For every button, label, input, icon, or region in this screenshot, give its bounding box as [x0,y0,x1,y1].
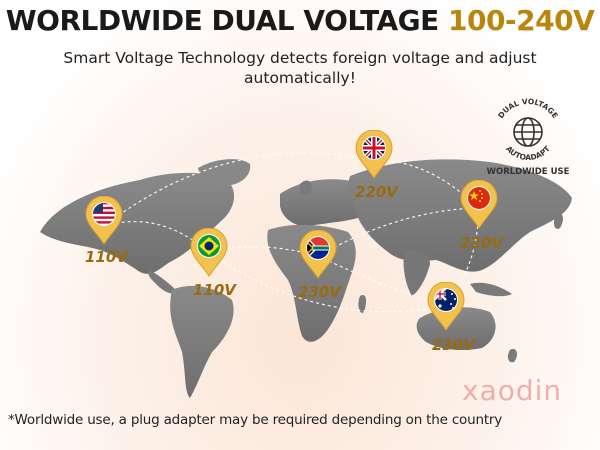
uk-landmass [300,180,312,196]
brazil-flag-icon [198,235,220,257]
south-america-landmass [170,285,234,398]
title-main: WORLDWIDE DUAL VOLTAGE [5,4,440,37]
india-landmass [403,249,430,296]
voltage-label-usa: 110V [85,248,128,266]
usa-flag-icon [93,203,115,225]
south-africa-flag-icon [307,237,329,259]
location-pin-usa [85,196,123,245]
japan-landmass [553,212,563,229]
madagascar-landmass [358,294,367,313]
asia-landmass [348,159,572,272]
badge-text-top: DUAL VOLTAGE [496,97,560,120]
north-america-landmass [40,172,235,274]
subtitle: Smart Voltage Technology detects foreign… [63,49,537,87]
location-pin-china [460,180,498,229]
voltage-label-south-africa: 230V [298,283,341,301]
badge-caption: WORLDWIDE USE [487,167,570,177]
voltage-label-brazil: 110V [193,281,236,299]
watermark: xaodin [462,374,563,407]
page-title: WORLDWIDE DUAL VOLTAGE 100-240V [0,4,600,37]
southeast-asia-islands [470,282,512,297]
location-pin-brazil [190,228,228,277]
location-pin-australia [427,282,465,331]
footnote: *Worldwide use, a plug adapter may be re… [8,412,503,428]
dual-voltage-badge: DUAL VOLTAGE AUTOADAPT WORLDWIDE USE [478,86,578,186]
svg-text:DUAL VOLTAGE: DUAL VOLTAGE [496,97,560,120]
central-america-landmass [148,270,178,294]
title-voltage-range: 100-240V [448,4,595,37]
location-pin-uk [355,130,393,179]
new-zealand-landmass [507,348,517,363]
greenland-landmass [198,159,251,186]
voltage-label-china: 220V [460,234,503,252]
china-flag-icon [468,187,490,209]
globe-icon [513,117,543,147]
location-pin-south-africa [299,230,337,279]
voltage-label-uk: 220V [355,183,398,201]
voltage-label-australia: 230V [432,336,475,354]
australia-flag-icon [435,289,457,311]
